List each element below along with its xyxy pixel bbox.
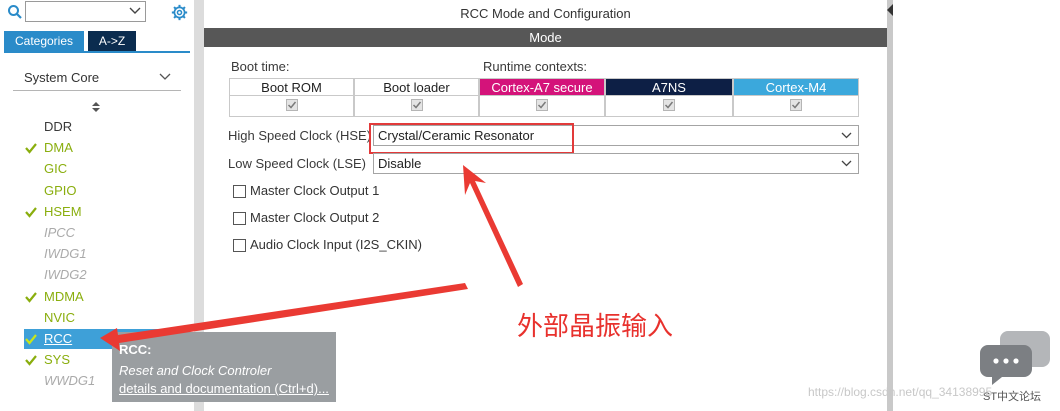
context-header-4: Cortex-M4 xyxy=(733,78,859,96)
search-icon[interactable] xyxy=(7,4,23,20)
sidebar-item-label: GPIO xyxy=(44,183,77,198)
category-tabs: Categories A->Z xyxy=(4,31,190,53)
tooltip-description: Reset and Clock Controler xyxy=(119,363,272,378)
search-input[interactable] xyxy=(25,1,146,22)
sidebar-item-label: DMA xyxy=(44,140,73,155)
sidebar-item-label: HSEM xyxy=(44,204,82,219)
boot-time-label: Boot time: xyxy=(231,59,290,74)
sidebar-item-label: DDR xyxy=(44,119,73,134)
chevron-down-icon xyxy=(841,132,852,139)
check-icon xyxy=(25,292,37,303)
sidebar-item-label: IWDG1 xyxy=(44,246,87,261)
sort-icon[interactable] xyxy=(91,101,101,113)
category-select[interactable]: System Core xyxy=(13,66,181,91)
lse-label: Low Speed Clock (LSE) xyxy=(228,156,367,171)
sidebar-item-dma[interactable]: DMA xyxy=(24,138,184,158)
sidebar-item-label: SYS xyxy=(44,352,71,367)
left-panel-scrollbar[interactable] xyxy=(194,0,204,411)
context-checkbox-cell[interactable] xyxy=(354,96,479,117)
sidebar-item-label: IPCC xyxy=(44,225,76,240)
context-header-3: A7NS xyxy=(605,78,733,96)
sidebar-item-label: WWDG1 xyxy=(44,373,96,388)
chevron-down-icon[interactable] xyxy=(129,4,141,18)
context-checkbox-cell[interactable] xyxy=(479,96,605,117)
chevron-down-icon xyxy=(159,73,171,80)
checked-checkbox-icon[interactable] xyxy=(790,99,802,111)
i2s-ckin-label: Audio Clock Input (I2S_CKIN) xyxy=(250,237,422,252)
context-checkbox-cell[interactable] xyxy=(229,96,354,117)
sidebar-item-ddr[interactable]: DDR xyxy=(24,117,184,137)
sidebar-item-label: RCC xyxy=(44,331,73,346)
collapse-arrow-icon[interactable] xyxy=(887,4,893,16)
check-icon xyxy=(25,334,37,345)
check-icon xyxy=(25,207,37,218)
sidebar-item-iwdg1[interactable]: IWDG1 xyxy=(24,244,184,264)
check-icon xyxy=(25,143,37,154)
sidebar-item-gic[interactable]: GIC xyxy=(24,159,184,179)
right-splitter[interactable] xyxy=(887,0,893,411)
checked-checkbox-icon[interactable] xyxy=(285,99,298,111)
left-panel: Categories A->Z System Core DDR DMA GIC GPI… xyxy=(0,0,194,411)
sidebar-item-label: NVIC xyxy=(44,310,76,325)
runtime-contexts-label: Runtime contexts: xyxy=(483,59,588,74)
checkbox[interactable] xyxy=(233,239,246,252)
checked-checkbox-icon[interactable] xyxy=(410,99,423,111)
sidebar-item-mdma[interactable]: MDMA xyxy=(24,287,184,307)
context-header-0: Boot ROM xyxy=(229,78,354,96)
sidebar-item-sys[interactable]: SYS xyxy=(24,350,184,370)
page-title: RCC Mode and Configuration xyxy=(460,6,631,21)
lse-select-value: Disable xyxy=(378,156,422,171)
tooltip: RCC: Reset and Clock Controler details a… xyxy=(112,332,336,402)
mode-section-header[interactable]: Mode xyxy=(204,28,887,47)
chevron-down-icon xyxy=(841,160,852,167)
mco1-label: Master Clock Output 1 xyxy=(250,183,380,198)
category-select-value: System Core xyxy=(24,70,100,85)
hse-label: High Speed Clock (HSE) xyxy=(228,128,372,143)
context-header-2: Cortex-A7 secure xyxy=(479,78,605,96)
check-icon xyxy=(25,355,37,366)
sidebar-item-gpio[interactable]: GPIO xyxy=(24,181,184,201)
sidebar-item-wwdg1[interactable]: WWDG1 xyxy=(24,371,184,391)
context-header-1: Boot loader xyxy=(354,78,479,96)
sidebar-item-ipcc[interactable]: IPCC xyxy=(24,223,184,243)
tab-a-z[interactable]: A->Z xyxy=(88,31,136,51)
chat-bubble-icon xyxy=(980,331,1050,385)
hse-select-value: Crystal/Ceramic Resonator xyxy=(378,128,535,143)
gear-icon[interactable] xyxy=(171,4,188,21)
checkbox[interactable] xyxy=(233,212,246,225)
checkbox[interactable] xyxy=(233,185,246,198)
mco2-label: Master Clock Output 2 xyxy=(250,210,380,225)
context-checkbox-cell[interactable] xyxy=(733,96,859,117)
watermark: https://blog.csdn.net/qq_34138995 xyxy=(808,385,993,399)
forum-badge: ST中文论坛 xyxy=(983,391,1042,403)
sidebar-item-label: MDMA xyxy=(44,289,84,304)
sidebar-item-iwdg2[interactable]: IWDG2 xyxy=(24,265,184,285)
sidebar-item-nvic[interactable]: NVIC xyxy=(24,308,184,328)
sidebar-item-hsem[interactable]: HSEM xyxy=(24,202,184,222)
lse-select[interactable]: Disable xyxy=(373,153,859,174)
tooltip-docs-link[interactable]: details and documentation (Ctrl+d)... xyxy=(119,381,329,396)
tab-categories[interactable]: Categories xyxy=(4,31,84,51)
checked-checkbox-icon[interactable] xyxy=(536,99,548,111)
annotation-text: 外部晶振输入 xyxy=(517,312,674,342)
checked-checkbox-icon[interactable] xyxy=(663,99,675,111)
context-checkbox-cell[interactable] xyxy=(605,96,733,117)
sidebar-item-label: GIC xyxy=(44,161,68,176)
hse-select[interactable]: Crystal/Ceramic Resonator xyxy=(373,125,859,146)
sidebar-item-label: IWDG2 xyxy=(44,267,87,282)
tooltip-title: RCC: xyxy=(119,342,152,357)
